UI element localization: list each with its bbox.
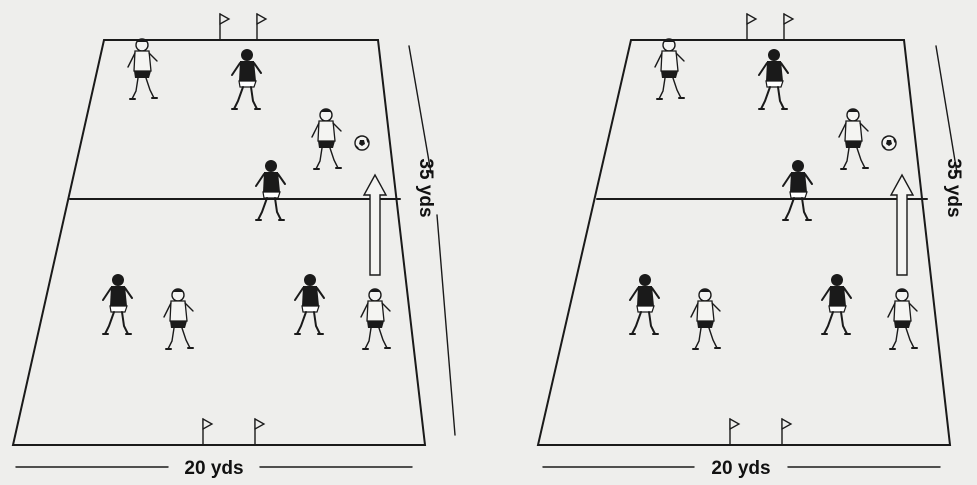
player-dark-icon — [783, 160, 812, 220]
width-dimension: 20 yds — [16, 458, 412, 479]
length-label: 35 yds — [943, 158, 964, 217]
player-dark-icon — [103, 274, 132, 334]
diagram-left: 35 yds 20 yds — [13, 14, 455, 479]
player-light-icon — [691, 289, 720, 349]
goal-top — [220, 14, 266, 40]
player-light-icon — [312, 109, 341, 169]
length-dimension: 35 yds — [409, 46, 455, 435]
width-label: 20 yds — [711, 458, 770, 479]
arrow-up-icon — [891, 175, 913, 275]
player-dark-icon — [759, 49, 788, 109]
width-dimension: 20 yds — [543, 458, 940, 479]
ball-icon — [882, 136, 896, 150]
flag-icon — [784, 14, 793, 40]
diagram-right: 35 yds 20 yds — [538, 14, 964, 479]
flag-icon — [257, 14, 266, 40]
player-dark-icon — [256, 160, 285, 220]
player-light-icon — [888, 289, 917, 349]
field-outline — [13, 40, 425, 445]
goal-top — [747, 14, 793, 40]
player-light-icon — [128, 39, 157, 99]
length-dimension: 35 yds — [936, 46, 964, 218]
player-dark-icon — [630, 274, 659, 334]
arrow-up-icon — [364, 175, 386, 275]
flag-icon — [730, 419, 739, 445]
player-light-icon — [361, 289, 390, 349]
flag-icon — [203, 419, 212, 445]
field-outline — [538, 40, 950, 445]
player-dark-icon — [295, 274, 324, 334]
length-label: 35 yds — [415, 158, 436, 217]
player-light-icon — [839, 109, 868, 169]
ball-icon — [355, 136, 369, 150]
flag-icon — [255, 419, 264, 445]
player-dark-icon — [822, 274, 851, 334]
width-label: 20 yds — [184, 458, 243, 479]
goal-bottom — [203, 419, 264, 445]
player-light-icon — [655, 39, 684, 99]
flag-icon — [747, 14, 756, 40]
player-light-icon — [164, 289, 193, 349]
flag-icon — [782, 419, 791, 445]
goal-bottom — [730, 419, 791, 445]
player-dark-icon — [232, 49, 261, 109]
flag-icon — [220, 14, 229, 40]
